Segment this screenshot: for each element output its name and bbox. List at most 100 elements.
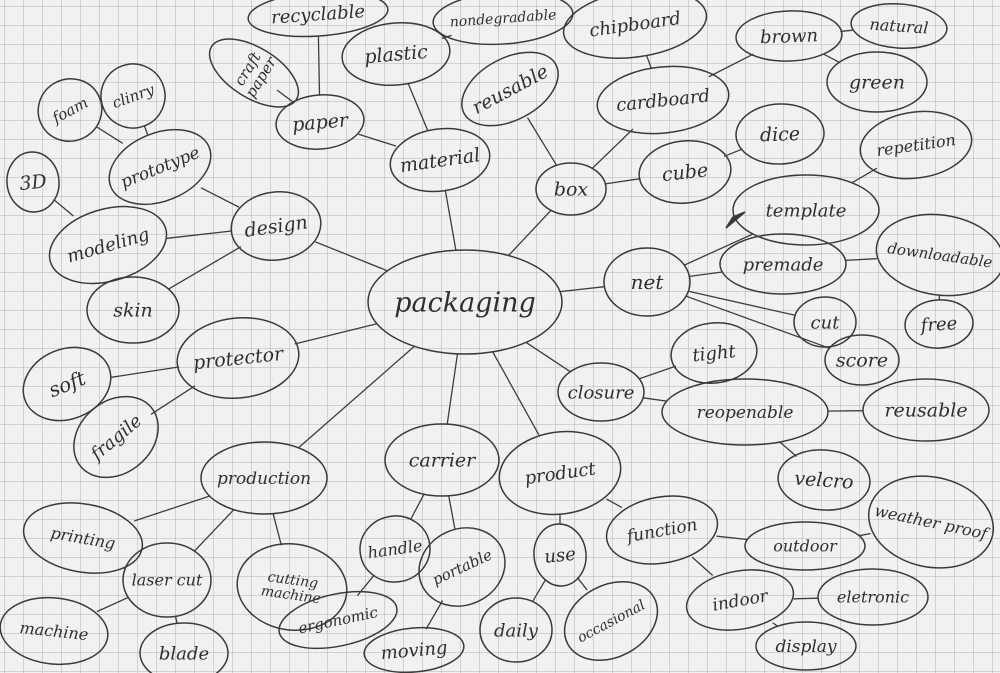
node-moving: moving bbox=[363, 626, 465, 673]
node-foam: foam bbox=[37, 78, 103, 142]
link-closure-tight bbox=[638, 365, 677, 380]
node-outline bbox=[278, 590, 398, 650]
node-outline bbox=[563, 581, 659, 661]
node-outline bbox=[661, 378, 829, 446]
node-label: nondegradable bbox=[449, 7, 557, 30]
node-downloadable: downloadable bbox=[875, 213, 1000, 297]
node-label: prototype bbox=[118, 143, 203, 193]
node-label: clinry bbox=[110, 80, 157, 112]
node-outline bbox=[777, 449, 871, 511]
node-material: material bbox=[389, 127, 491, 193]
node-outline bbox=[638, 140, 732, 204]
node-reusable-closure: reusable bbox=[862, 378, 990, 442]
node-label: brown bbox=[760, 25, 819, 48]
node-label: machine bbox=[19, 618, 89, 644]
node-label: material bbox=[399, 144, 482, 177]
node-outline bbox=[904, 299, 974, 349]
node-display: display bbox=[755, 621, 857, 671]
node-outline bbox=[176, 316, 300, 400]
link-design-skin bbox=[167, 246, 242, 290]
node-label: carrier bbox=[409, 450, 477, 472]
node-net: net bbox=[603, 247, 691, 317]
node-free: free bbox=[904, 299, 974, 349]
node-score: score bbox=[824, 334, 900, 386]
node-outline bbox=[744, 521, 866, 571]
link-packaging-production bbox=[297, 345, 416, 449]
link-packaging-design bbox=[315, 241, 389, 272]
node-outline bbox=[389, 127, 491, 193]
link-paper-recyclable bbox=[317, 35, 321, 96]
node-outline bbox=[817, 568, 929, 626]
node-handle: handle bbox=[359, 515, 431, 583]
link-packaging-closure bbox=[525, 341, 571, 373]
node-printing: printing bbox=[22, 502, 144, 574]
node-outline bbox=[384, 423, 500, 497]
node-label: design bbox=[243, 211, 309, 242]
node-plastic: plastic bbox=[341, 22, 451, 86]
mind-map-links bbox=[53, 29, 941, 630]
node-outline bbox=[275, 94, 365, 150]
node-outline bbox=[670, 322, 758, 384]
node-use: use bbox=[533, 523, 587, 587]
link-packaging-net bbox=[559, 286, 606, 293]
node-blade: blade bbox=[139, 622, 229, 673]
node-design: design bbox=[230, 191, 322, 261]
node-outline bbox=[236, 542, 348, 632]
node-outline bbox=[605, 495, 719, 565]
node-outline bbox=[824, 334, 900, 386]
node-label: score bbox=[836, 350, 888, 372]
link-carrier-portable bbox=[448, 495, 456, 531]
node-label: reusable bbox=[468, 60, 552, 118]
node-outline bbox=[755, 621, 857, 671]
node-outline bbox=[603, 247, 691, 317]
node-outline bbox=[867, 475, 995, 569]
node-label: dice bbox=[760, 123, 801, 146]
link-box-cardboard bbox=[591, 128, 634, 170]
node-soft: soft bbox=[22, 346, 112, 422]
node-label: use bbox=[543, 544, 577, 568]
node-label: natural bbox=[869, 15, 929, 38]
node-label: packaging bbox=[394, 287, 536, 318]
node-label: printing bbox=[49, 523, 117, 553]
node-paper: paper bbox=[275, 94, 365, 150]
node-label: foam bbox=[48, 93, 91, 127]
node-outline bbox=[732, 174, 880, 246]
link-protector-soft bbox=[110, 366, 180, 378]
node-outline bbox=[862, 378, 990, 442]
link-material-paper bbox=[358, 133, 397, 147]
node-label: cardboard bbox=[615, 85, 711, 116]
node-label: production bbox=[217, 469, 311, 489]
node-outline bbox=[73, 395, 159, 479]
node-outline bbox=[139, 622, 229, 673]
node-label: cutting bbox=[267, 569, 319, 592]
node-label: modeling bbox=[65, 224, 152, 268]
node-template: template bbox=[732, 174, 880, 246]
node-weather-proof: weather proof bbox=[867, 475, 995, 569]
link-material-plastic bbox=[407, 83, 429, 131]
node-outdoor: outdoor bbox=[744, 521, 866, 571]
link-packaging-box bbox=[507, 209, 552, 257]
link-box-cube bbox=[604, 178, 641, 185]
node-carrier: carrier bbox=[384, 423, 500, 497]
node-label: premade bbox=[743, 254, 824, 275]
node-label: tight bbox=[691, 341, 737, 366]
node-outline bbox=[535, 162, 607, 216]
node-outline bbox=[461, 51, 559, 127]
node-outline bbox=[875, 213, 1000, 297]
node-label: chipboard bbox=[588, 8, 682, 42]
node-label: daily bbox=[494, 620, 539, 641]
link-cube-dice bbox=[723, 148, 743, 157]
node-outline bbox=[247, 0, 389, 38]
node-label: template bbox=[766, 200, 847, 221]
node-label: ergonomic bbox=[297, 603, 380, 638]
node-reopenable: reopenable bbox=[661, 378, 829, 446]
link-production-printing bbox=[134, 495, 211, 522]
link-portable-moving bbox=[425, 600, 443, 630]
link-production-laser_cut bbox=[193, 508, 235, 552]
node-outline bbox=[498, 430, 622, 516]
node-recyclable: recyclable bbox=[247, 0, 389, 38]
